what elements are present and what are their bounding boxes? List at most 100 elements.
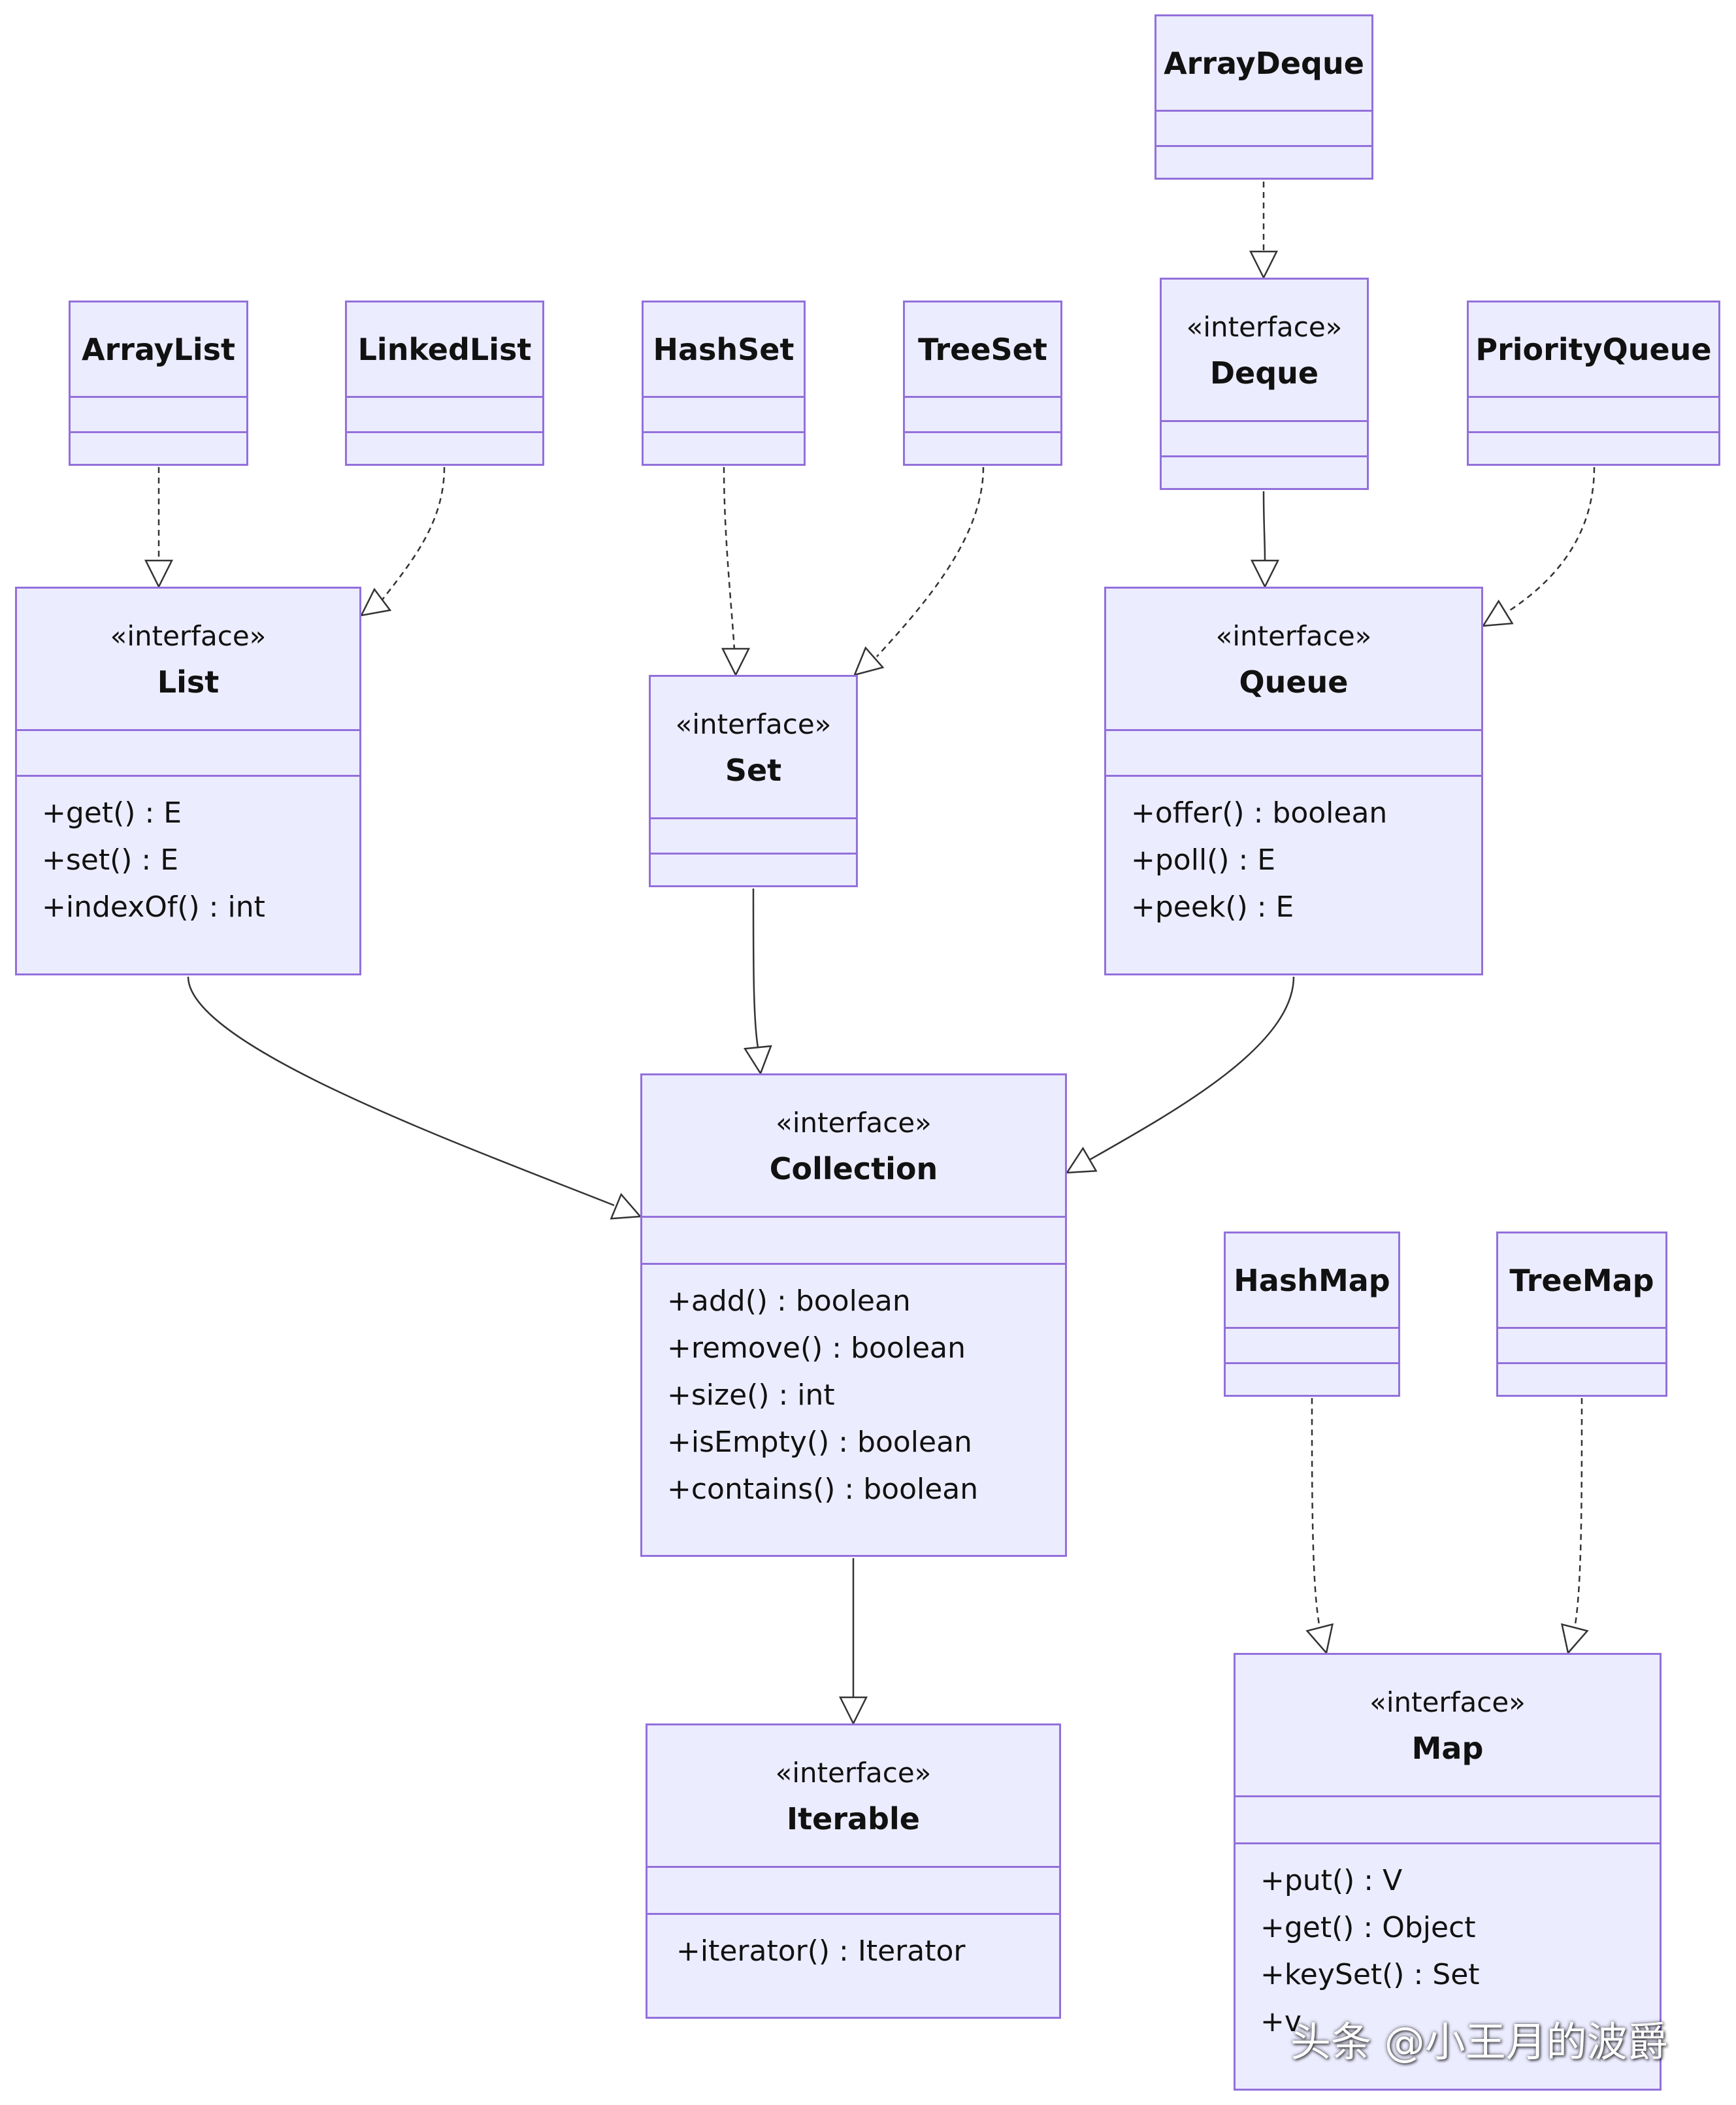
attributes-compartment	[1498, 1329, 1665, 1364]
methods-compartment: +offer() : boolean +poll() : E +peek() :…	[1106, 777, 1481, 973]
methods-compartment	[651, 855, 856, 885]
attributes-compartment	[71, 398, 246, 433]
methods-compartment	[644, 433, 804, 464]
class-stereotype: «interface»	[110, 619, 267, 652]
class-name: HashSet	[653, 331, 794, 367]
class-name: ArrayList	[81, 331, 236, 367]
method-add: +add() : boolean	[667, 1284, 911, 1318]
class-list[interactable]: «interface» List +get() : E +set() : E +…	[15, 587, 361, 975]
method-get: +get() : Object	[1260, 1911, 1476, 1944]
method-poll: +poll() : E	[1131, 843, 1276, 877]
class-set[interactable]: «interface» Set	[649, 675, 858, 887]
methods-compartment	[1156, 147, 1371, 178]
method-contains: +contains() : boolean	[667, 1473, 979, 1506]
class-collection[interactable]: «interface» Collection +add() : boolean …	[640, 1073, 1067, 1557]
class-stereotype: «interface»	[1369, 1686, 1526, 1718]
connector-queue-to-collection	[1089, 976, 1295, 1161]
attributes-compartment	[1226, 1329, 1398, 1364]
class-queue[interactable]: «interface» Queue +offer() : boolean +po…	[1104, 587, 1483, 975]
arrowhead-hashset-to-set	[721, 647, 751, 677]
method-indexof: +indexOf() : int	[42, 890, 265, 924]
arrowhead-arraydeque-to-deque	[1249, 250, 1279, 280]
class-name: TreeMap	[1509, 1262, 1654, 1298]
arrowhead-arraylist-to-list	[144, 559, 174, 589]
class-stereotype: «interface»	[1215, 619, 1372, 652]
class-stereotype: «interface»	[776, 1106, 932, 1139]
methods-compartment: +put() : V +get() : Object +keySet() : S…	[1236, 1844, 1660, 2089]
connector-set-to-collection	[752, 888, 759, 1048]
arrowhead-set-to-collection	[743, 1045, 772, 1075]
method-isempty: +isEmpty() : boolean	[667, 1426, 972, 1459]
class-name: Queue	[1239, 664, 1349, 700]
class-header: «interface» Iterable	[647, 1725, 1059, 1868]
attributes-compartment	[1162, 422, 1367, 457]
method-get: +get() : E	[42, 796, 182, 830]
methods-compartment: +add() : boolean +remove() : boolean +si…	[642, 1265, 1065, 1555]
class-hashmap[interactable]: HashMap	[1224, 1232, 1400, 1397]
class-name: Set	[725, 752, 782, 788]
arrowhead-queue-to-collection	[1065, 1147, 1098, 1174]
methods-compartment: +iterator() : Iterator	[647, 1915, 1059, 2017]
class-map[interactable]: «interface» Map +put() : V +get() : Obje…	[1234, 1653, 1662, 2091]
class-deque[interactable]: «interface» Deque	[1160, 278, 1369, 490]
class-hashset[interactable]: HashSet	[642, 301, 806, 466]
connector-linkedlist-to-list	[382, 466, 446, 600]
class-header: ArrayDeque	[1156, 16, 1371, 112]
class-name: Map	[1411, 1730, 1484, 1766]
methods-compartment	[1498, 1364, 1665, 1395]
class-iterable[interactable]: «interface» Iterable +iterator() : Itera…	[646, 1723, 1061, 2019]
class-header: «interface» Deque	[1162, 280, 1367, 422]
methods-compartment	[905, 433, 1060, 464]
connector-list-to-collection	[187, 976, 615, 1207]
class-header: «interface» Map	[1236, 1655, 1660, 1797]
attributes-compartment	[642, 1218, 1065, 1265]
attributes-compartment	[1236, 1797, 1660, 1844]
class-header: «interface» List	[17, 589, 359, 731]
class-name: Iterable	[787, 1801, 920, 1836]
arrowhead-collection-to-iterable	[838, 1696, 868, 1725]
class-header: ArrayList	[71, 302, 246, 398]
class-header: HashSet	[644, 302, 804, 398]
class-name: TreeSet	[918, 331, 1047, 367]
methods-compartment	[71, 433, 246, 464]
arrowhead-treemap-to-map	[1560, 1623, 1589, 1655]
attributes-compartment	[644, 398, 804, 433]
class-stereotype: «interface»	[1186, 310, 1343, 343]
class-priorityqueue[interactable]: PriorityQueue	[1467, 301, 1720, 466]
attributes-compartment	[17, 731, 359, 777]
attributes-compartment	[647, 1868, 1059, 1915]
method-iterator: +iterator() : Iterator	[676, 1934, 966, 1968]
method-put: +put() : V	[1260, 1864, 1403, 1897]
methods-compartment	[1226, 1364, 1398, 1395]
arrowhead-hashmap-to-map	[1305, 1623, 1334, 1655]
class-name: LinkedList	[357, 331, 532, 367]
method-remove: +remove() : boolean	[667, 1331, 966, 1365]
class-header: TreeMap	[1498, 1233, 1665, 1329]
arrowhead-linkedlist-to-list	[359, 587, 392, 617]
arrowhead-priorityqueue-to-queue	[1481, 599, 1514, 627]
class-linkedlist[interactable]: LinkedList	[345, 301, 544, 466]
class-header: LinkedList	[347, 302, 542, 398]
connector-treemap-to-map	[1573, 1397, 1583, 1629]
class-stereotype: «interface»	[775, 1756, 932, 1789]
class-treeset[interactable]: TreeSet	[903, 301, 1062, 466]
class-header: TreeSet	[905, 302, 1060, 398]
class-name: Collection	[769, 1150, 938, 1186]
class-arraylist[interactable]: ArrayList	[69, 301, 248, 466]
method-values: +v	[1260, 2005, 1302, 2038]
class-name: List	[157, 664, 220, 700]
class-arraydeque[interactable]: ArrayDeque	[1155, 14, 1373, 180]
class-treemap[interactable]: TreeMap	[1496, 1232, 1667, 1397]
class-header: HashMap	[1226, 1233, 1398, 1329]
method-set: +set() : E	[42, 843, 179, 877]
connector-treeset-to-set	[876, 466, 985, 657]
class-header: PriorityQueue	[1469, 302, 1718, 398]
method-keyset: +keySet() : Set	[1260, 1958, 1480, 1991]
methods-compartment	[1469, 433, 1718, 464]
methods-compartment	[1162, 457, 1367, 488]
method-offer: +offer() : boolean	[1131, 796, 1388, 830]
methods-compartment	[347, 433, 542, 464]
method-size: +size() : int	[667, 1379, 835, 1412]
class-header: «interface» Set	[651, 677, 856, 819]
connector-priorityqueue-to-queue	[1505, 466, 1596, 614]
